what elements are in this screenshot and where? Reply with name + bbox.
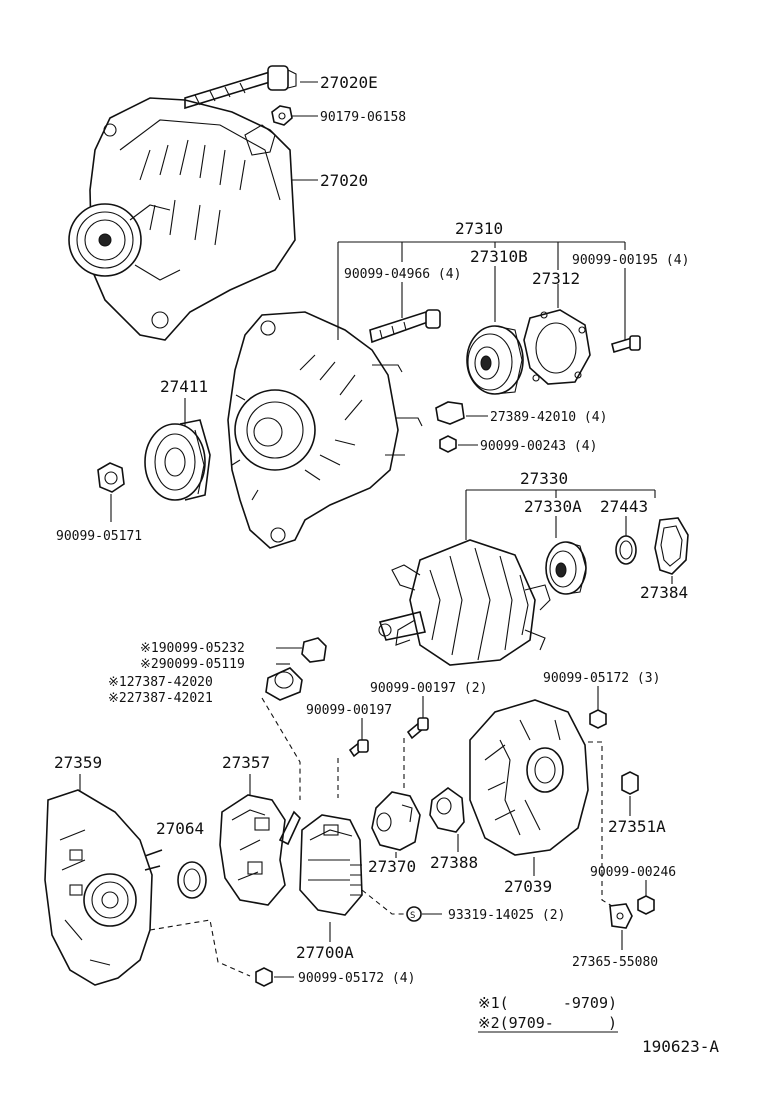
label-note2-27387-42021: ※227387-42021 <box>108 691 213 706</box>
screw-90099-00195 <box>611 335 641 354</box>
label-27389-42010: 27389-42010 (4) <box>490 410 607 425</box>
label-note1-27387-42020: ※127387-42020 <box>108 675 213 690</box>
label-90179-06158: 90179-06158 <box>320 110 406 125</box>
label-90099-05171: 90099-05171 <box>56 529 142 544</box>
insulator-27064 <box>177 861 207 899</box>
bolt-90099-00197-2 <box>406 696 429 740</box>
label-27330: 27330 <box>520 469 568 488</box>
label-27388: 27388 <box>430 853 478 872</box>
label-90099-00246: 90099-00246 <box>590 865 676 880</box>
label-27039: 27039 <box>504 877 552 896</box>
through-bolt-27020E <box>184 65 297 110</box>
label-27370: 27370 <box>368 857 416 876</box>
legend-note2: ※2(9709- ) <box>478 1014 617 1032</box>
label-27384: 27384 <box>640 583 688 602</box>
diagram-id: 190623-A <box>642 1037 719 1056</box>
label-27357: 27357 <box>222 753 270 772</box>
ring-27384 <box>654 517 689 584</box>
label-note2-90099-05119: ※290099-05119 <box>140 657 245 672</box>
label-27365-55080: 27365-55080 <box>572 955 658 970</box>
nut-90179-06158 <box>271 105 293 126</box>
insulator-27351A <box>621 771 639 816</box>
brush-holder-27370 <box>371 791 421 858</box>
label-27411: 27411 <box>160 377 208 396</box>
bearing-27330A <box>545 541 587 595</box>
brush-spring-parts <box>265 637 327 701</box>
label-note1-90099-05232: ※190099-05232 <box>140 641 245 656</box>
assembly-dashed-lines <box>149 697 613 977</box>
stud-bolt-90099-04966 <box>369 309 441 344</box>
rear-end-cover-27039 <box>469 699 589 876</box>
alternator-assembly-drawing <box>68 97 296 341</box>
label-90099-05172-4: 90099-05172 (4) <box>298 971 415 986</box>
pulley-27411 <box>144 398 211 501</box>
legend-note1: ※1( -9709) <box>478 994 617 1012</box>
label-27351A: 27351A <box>608 817 666 836</box>
label-93319-14025: 93319-14025 (2) <box>448 908 565 923</box>
regulator-27700A <box>299 814 363 916</box>
brush-holder-27357 <box>219 774 301 906</box>
cover-27443 <box>615 535 637 565</box>
label-90099-00197-2: 90099-00197 (2) <box>370 681 487 696</box>
terminal-27365-55080 <box>609 903 633 950</box>
label-27310: 27310 <box>455 219 503 238</box>
label-27310B: 27310B <box>470 247 528 266</box>
label-27020: 27020 <box>320 171 368 190</box>
bracket-27310-lines <box>337 241 626 340</box>
bracket-27330-lines <box>465 489 656 540</box>
label-27064: 27064 <box>156 819 204 838</box>
label-27330A: 27330A <box>524 497 582 516</box>
retainer-plate-27312 <box>523 309 591 385</box>
bearing-27310B <box>466 325 524 395</box>
nut-90099-00246 <box>637 880 655 915</box>
nut-90099-00243 <box>439 435 478 453</box>
label-27020E: 27020E <box>320 73 378 92</box>
label-90099-05172-3: 90099-05172 (3) <box>543 671 660 686</box>
label-90099-04966: 90099-04966 (4) <box>344 267 461 282</box>
label-90099-00197: 90099-00197 <box>306 703 392 718</box>
label-90099-00243: 90099-00243 (4) <box>480 439 597 454</box>
rotor-27330 <box>378 539 551 666</box>
label-90099-00195: 90099-00195 (4) <box>572 253 689 268</box>
label-27443: 27443 <box>600 497 648 516</box>
nut-90099-05171 <box>97 462 125 522</box>
svg-text:S: S <box>410 911 415 921</box>
washer-93319-14025: S <box>406 906 442 922</box>
label-27312: 27312 <box>532 269 580 288</box>
nut-90099-05172-3 <box>589 686 607 729</box>
nut-90099-05172-4 <box>255 967 294 987</box>
label-27359: 27359 <box>54 753 102 772</box>
label-27700A: 27700A <box>296 943 354 962</box>
insulator-27389-42010 <box>435 401 488 425</box>
drive-end-frame-drawing <box>227 311 423 549</box>
rectifier-end-frame-27359 <box>44 774 163 986</box>
bolt-90099-00197 <box>348 718 369 758</box>
cover-27388 <box>429 787 465 852</box>
